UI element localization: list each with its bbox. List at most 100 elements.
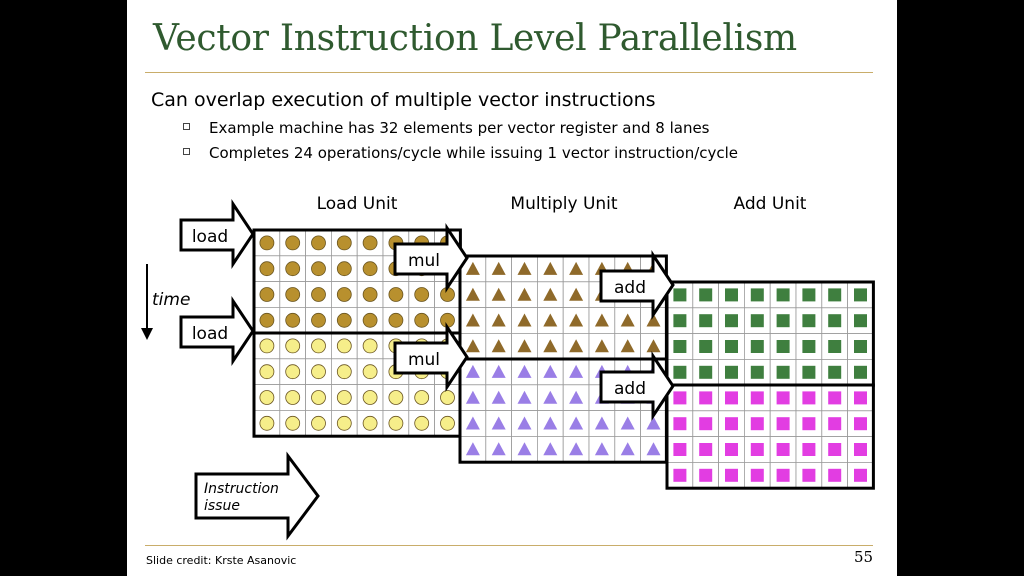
triangle-element-icon bbox=[646, 339, 661, 353]
triangle-element-icon bbox=[594, 416, 609, 430]
square-element-icon bbox=[854, 468, 867, 482]
circle-element-icon bbox=[362, 415, 378, 431]
square-element-icon bbox=[854, 443, 867, 456]
triangle-element-icon bbox=[646, 442, 661, 456]
arrow-icon bbox=[393, 223, 469, 293]
circle-element-icon bbox=[285, 287, 301, 302]
slide-credit: Slide credit: Krste Asanovic bbox=[146, 554, 297, 567]
triangle-element-icon bbox=[594, 442, 609, 456]
lane-cell bbox=[279, 358, 306, 385]
arrow-icon bbox=[393, 322, 469, 392]
triangle-element-icon bbox=[465, 364, 480, 378]
triangle-element-icon bbox=[517, 416, 532, 430]
add-instruction-arrow-1: add bbox=[599, 250, 675, 320]
square-element-icon bbox=[776, 340, 790, 353]
triangle-element-icon bbox=[543, 416, 558, 430]
triangle-element-icon bbox=[543, 390, 558, 404]
vector-block-add-2 bbox=[665, 383, 875, 490]
triangle-element-icon bbox=[465, 416, 480, 430]
vector-block-add-1 bbox=[665, 280, 875, 387]
square-element-icon bbox=[802, 314, 816, 328]
circle-element-icon bbox=[414, 390, 430, 405]
square-element-icon bbox=[725, 340, 738, 353]
time-arrow-head-icon bbox=[141, 328, 153, 340]
issue-arrow-icon bbox=[194, 451, 320, 541]
square-element-icon bbox=[673, 468, 687, 482]
triangle-element-icon bbox=[620, 416, 635, 430]
triangle-element-icon bbox=[465, 261, 480, 275]
triangle-element-icon bbox=[594, 339, 609, 353]
circle-element-icon bbox=[259, 235, 275, 251]
square-element-icon bbox=[828, 391, 842, 405]
circle-element-icon bbox=[311, 364, 326, 380]
slide-title: Vector Instruction Level Parallelism bbox=[153, 18, 797, 59]
circle-element-icon bbox=[259, 390, 275, 405]
square-element-icon bbox=[699, 443, 713, 456]
circle-element-icon bbox=[259, 364, 275, 380]
triangle-element-icon bbox=[491, 313, 506, 327]
circle-element-icon bbox=[388, 390, 404, 405]
square-element-icon bbox=[673, 443, 687, 456]
square-element-icon bbox=[750, 288, 764, 302]
square-element-icon bbox=[750, 340, 764, 353]
circle-element-icon bbox=[259, 415, 275, 431]
circle-element-icon bbox=[336, 261, 352, 277]
circle-element-icon bbox=[362, 287, 378, 302]
triangle-element-icon bbox=[620, 442, 635, 456]
sub-bullet-text: Example machine has 32 elements per vect… bbox=[209, 119, 710, 137]
page-number: 55 bbox=[854, 548, 874, 566]
circle-element-icon bbox=[336, 235, 352, 251]
triangle-element-icon bbox=[517, 313, 532, 327]
circle-element-icon bbox=[362, 338, 378, 354]
bullet-marker-icon bbox=[183, 148, 190, 155]
square-element-icon bbox=[699, 417, 713, 431]
square-element-icon bbox=[828, 314, 842, 328]
bullet-marker-icon bbox=[183, 123, 190, 130]
vector-block-load-1 bbox=[252, 228, 462, 335]
triangle-element-icon bbox=[491, 364, 506, 378]
square-element-icon bbox=[854, 417, 867, 431]
circle-element-icon bbox=[285, 312, 301, 328]
square-element-icon bbox=[673, 391, 687, 405]
circle-element-icon bbox=[362, 235, 378, 251]
lane-cell bbox=[511, 410, 538, 437]
square-element-icon bbox=[699, 340, 713, 353]
load-instruction-arrow-2: load bbox=[179, 296, 255, 366]
square-element-icon bbox=[725, 443, 738, 456]
time-axis: time bbox=[141, 264, 190, 340]
triangle-element-icon bbox=[543, 442, 558, 456]
circle-element-icon bbox=[311, 235, 326, 251]
triangle-element-icon bbox=[620, 339, 635, 353]
triangle-element-icon bbox=[569, 287, 584, 301]
circle-element-icon bbox=[285, 261, 301, 277]
triangle-element-icon bbox=[569, 313, 584, 327]
triangle-element-icon bbox=[465, 313, 480, 327]
square-element-icon bbox=[776, 365, 790, 379]
square-element-icon bbox=[776, 391, 790, 405]
triangle-element-icon bbox=[543, 261, 558, 275]
square-element-icon bbox=[699, 391, 713, 405]
square-element-icon bbox=[776, 443, 790, 456]
square-element-icon bbox=[725, 417, 738, 431]
square-element-icon bbox=[776, 314, 790, 328]
circle-element-icon bbox=[362, 390, 378, 405]
issue-label-line2: issue bbox=[204, 498, 240, 514]
main-bullet: Can overlap execution of multiple vector… bbox=[151, 89, 656, 111]
square-element-icon bbox=[854, 288, 867, 302]
instruction-label: load bbox=[192, 227, 228, 247]
vector-block-outline bbox=[665, 383, 875, 490]
square-element-icon bbox=[828, 365, 842, 379]
triangle-element-icon bbox=[465, 287, 480, 301]
triangle-element-icon bbox=[517, 287, 532, 301]
circle-element-icon bbox=[336, 364, 352, 380]
lane-cell bbox=[330, 255, 358, 283]
circle-element-icon bbox=[414, 415, 430, 431]
instruction-label: load bbox=[192, 324, 228, 344]
sub-bullet-text: Completes 24 operations/cycle while issu… bbox=[209, 144, 739, 162]
square-element-icon bbox=[750, 314, 764, 328]
circle-element-icon bbox=[285, 235, 301, 251]
square-element-icon bbox=[673, 340, 687, 353]
square-element-icon bbox=[699, 314, 713, 328]
square-element-icon bbox=[854, 365, 867, 379]
